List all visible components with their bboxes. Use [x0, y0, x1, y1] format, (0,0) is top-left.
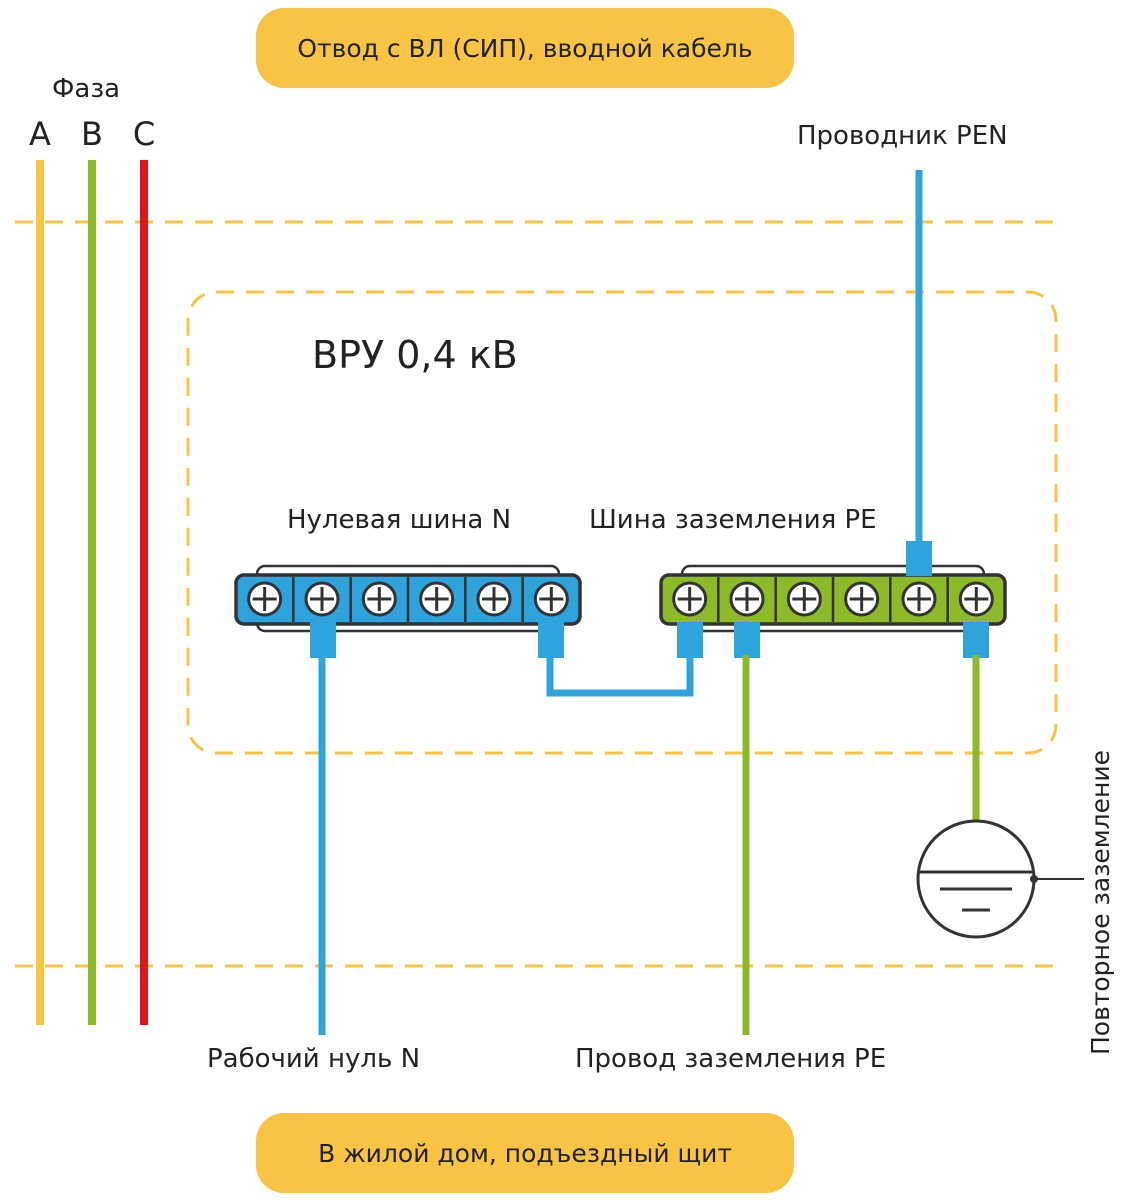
phase-letter-a: A — [29, 115, 51, 153]
bus-jumper-wire — [546, 655, 694, 697]
header-pill: Отвод с ВЛ (СИП), вводной кабель — [256, 8, 794, 88]
ground-output-label: Провод заземления PE — [575, 1044, 887, 1074]
neutral-output-label: Рабочий нуль N — [207, 1044, 421, 1074]
grounding-connector — [963, 622, 989, 658]
ground-symbol-icon — [916, 819, 1084, 939]
phase-letter-b: B — [81, 115, 103, 153]
pen-label: Проводник PEN — [797, 121, 1008, 151]
footer-pill: В жилой дом, подъездный щит — [256, 1113, 794, 1193]
ground-output-connector — [734, 622, 760, 658]
ground-bus-label: Шина заземления PE — [589, 505, 877, 535]
jumper-connector-right — [677, 622, 703, 658]
jumper-connector-left — [538, 622, 564, 658]
phase-title: Фаза — [52, 74, 121, 104]
vru-label: ВРУ 0,4 кВ — [312, 333, 518, 377]
neutral-bus — [234, 564, 582, 633]
phase-letter-c: C — [132, 115, 156, 153]
pen-connector — [906, 541, 932, 576]
footer-label: В жилой дом, подъездный щит — [318, 1138, 732, 1168]
vru-box — [186, 290, 1058, 755]
header-label: Отвод с ВЛ (СИП), вводной кабель — [297, 33, 753, 63]
ground-bus — [659, 564, 1007, 633]
neutral-output-connector — [310, 622, 336, 658]
neutral-bus-label: Нулевая шина N — [287, 505, 512, 535]
